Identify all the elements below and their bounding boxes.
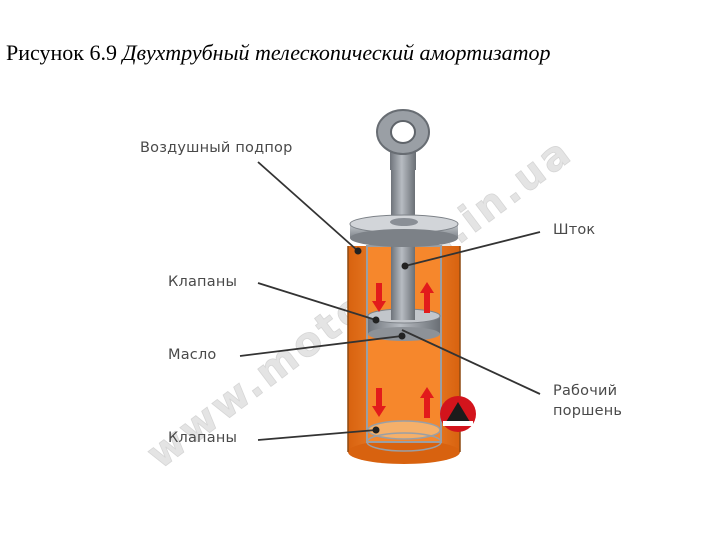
label-piston-line1: Рабочий xyxy=(553,383,618,399)
label-rod: Шток xyxy=(553,222,596,238)
figure-caption: Рисунок 6.9 Двухтрубный телескопический … xyxy=(6,40,551,66)
leader-air-support xyxy=(257,161,359,252)
leader-lines xyxy=(239,161,541,441)
leader-piston xyxy=(401,329,541,395)
arrow-up-icon xyxy=(420,282,434,313)
label-valves-bottom: Клапаны xyxy=(168,430,238,446)
arrow-up-icon xyxy=(420,387,434,418)
label-valves-top: Клапаны xyxy=(168,274,238,290)
label-piston-line2: поршень xyxy=(553,403,623,419)
leader-rod xyxy=(404,231,541,267)
arrow-down-icon xyxy=(372,388,386,417)
caption-number: Рисунок 6.9 xyxy=(6,40,117,65)
arrow-down-icon xyxy=(372,283,386,312)
flow-arrows xyxy=(372,282,434,418)
caption-title: Двухтрубный телескопический амортизатор xyxy=(122,40,551,65)
top-cap xyxy=(349,214,459,247)
label-oil: Масло xyxy=(168,347,217,363)
leader-oil xyxy=(239,335,403,357)
label-air-support: Воздушный подпор xyxy=(140,140,293,156)
brand-logo xyxy=(440,396,476,432)
leader-valves-top xyxy=(257,282,377,321)
rod-eye xyxy=(376,109,430,170)
leader-dots xyxy=(354,247,409,434)
leader-valves-bottom xyxy=(257,429,377,441)
